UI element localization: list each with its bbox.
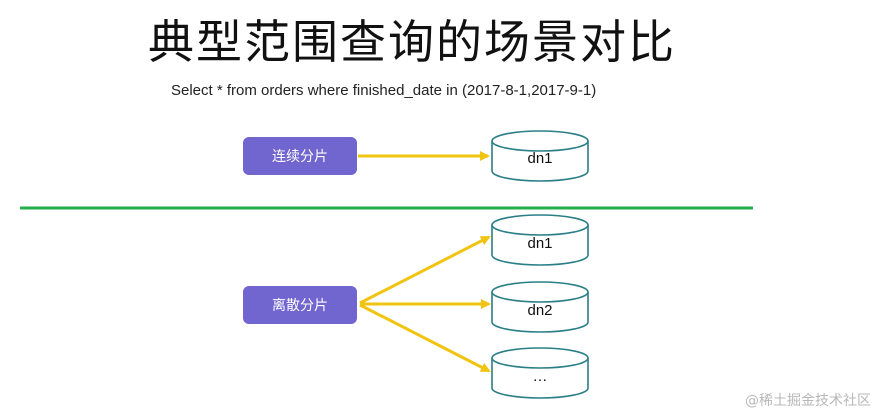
node-label-bottom-dn1: dn1 xyxy=(527,235,553,252)
arrow-bottom-to-dn1 xyxy=(359,235,491,305)
discrete-shard-box: 离散分片 xyxy=(243,286,357,324)
db-node-bottom-dn1 xyxy=(491,214,589,266)
watermark: @稀土掘金技术社区 xyxy=(745,393,871,409)
sql-query: Select * from orders where finished_date… xyxy=(171,82,597,99)
node-label-bottom-dn3: … xyxy=(532,368,548,385)
page-title: 典型范围查询的场景对比 xyxy=(148,15,676,69)
db-node-bottom-dn2 xyxy=(491,281,589,333)
node-label-bottom-dn2: dn2 xyxy=(527,302,553,319)
continuous-shard-box: 连续分片 xyxy=(243,137,357,175)
db-node-top-dn1 xyxy=(491,130,589,182)
arrow-bottom-to-dn3 xyxy=(359,303,491,373)
node-label-top-dn1: dn1 xyxy=(527,150,553,167)
db-node-bottom-dn3 xyxy=(491,347,589,399)
